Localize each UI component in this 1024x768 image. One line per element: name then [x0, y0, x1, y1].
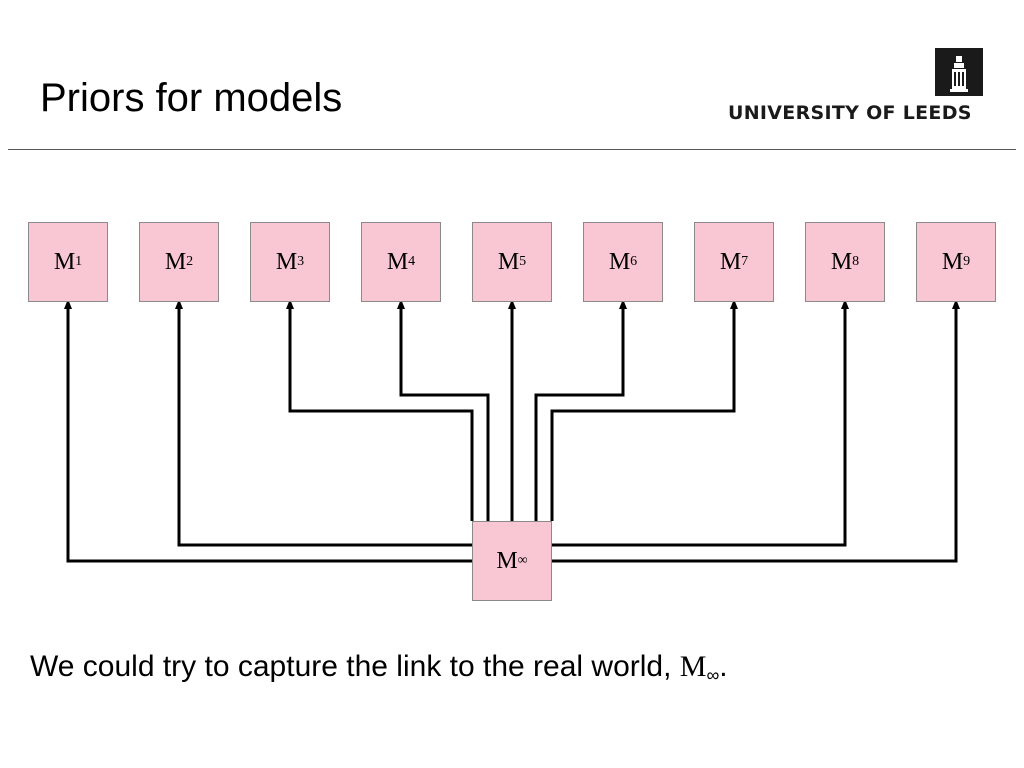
- arrow-to-model-3: [286, 299, 474, 521]
- model-node-4-subscript: 4: [408, 254, 416, 269]
- model-node-6-label: M: [608, 248, 631, 275]
- model-node-5-label: M: [497, 248, 520, 275]
- caption-symbol: M: [679, 650, 707, 683]
- arrow-to-model-7: [550, 299, 738, 521]
- model-node-2-subscript: 2: [186, 254, 194, 269]
- model-node-8-label: M: [830, 248, 853, 275]
- arrow-to-model-8: [552, 299, 849, 547]
- model-node-1-subscript: 1: [75, 254, 83, 269]
- model-node-3-subscript: 3: [297, 254, 305, 269]
- model-node-6-subscript: 6: [630, 254, 638, 269]
- model-node-3-label: M: [275, 248, 298, 275]
- model-node-8-subscript: 8: [852, 254, 860, 269]
- model-node-4-label: M: [386, 248, 409, 275]
- model-node-7-label: M: [719, 248, 742, 275]
- source-node-infinity-subscript: ∞: [517, 553, 528, 568]
- model-node-9-subscript: 9: [963, 254, 971, 269]
- caption-text: We could try to capture the link to the …: [30, 650, 680, 683]
- caption-symbol-subscript: ∞: [706, 665, 720, 685]
- connector-group: [64, 299, 960, 563]
- source-node-infinity: M∞: [472, 521, 552, 601]
- arrow-to-model-1: [64, 299, 472, 563]
- model-node-5-subscript: 5: [519, 254, 527, 269]
- model-node-7-subscript: 7: [741, 254, 749, 269]
- source-node-infinity-label: M: [496, 547, 518, 574]
- header-divider: [8, 149, 1016, 150]
- caption: We could try to capture the link to the …: [30, 650, 728, 686]
- arrow-to-model-6: [534, 299, 627, 521]
- arrow-to-model-9: [552, 299, 960, 563]
- model-node-9-label: M: [941, 248, 964, 275]
- caption-end: .: [719, 650, 728, 683]
- slide-title: Priors for models: [40, 76, 343, 120]
- university-tower-icon: [935, 48, 983, 96]
- model-node-2-label: M: [164, 248, 187, 275]
- university-name: UNIVERSITY OF LEEDS: [728, 102, 972, 124]
- university-logo: UNIVERSITY OF LEEDS: [728, 48, 986, 126]
- model-node-1-label: M: [53, 248, 76, 275]
- arrow-to-model-4: [397, 299, 490, 521]
- arrow-to-model-2: [175, 299, 472, 547]
